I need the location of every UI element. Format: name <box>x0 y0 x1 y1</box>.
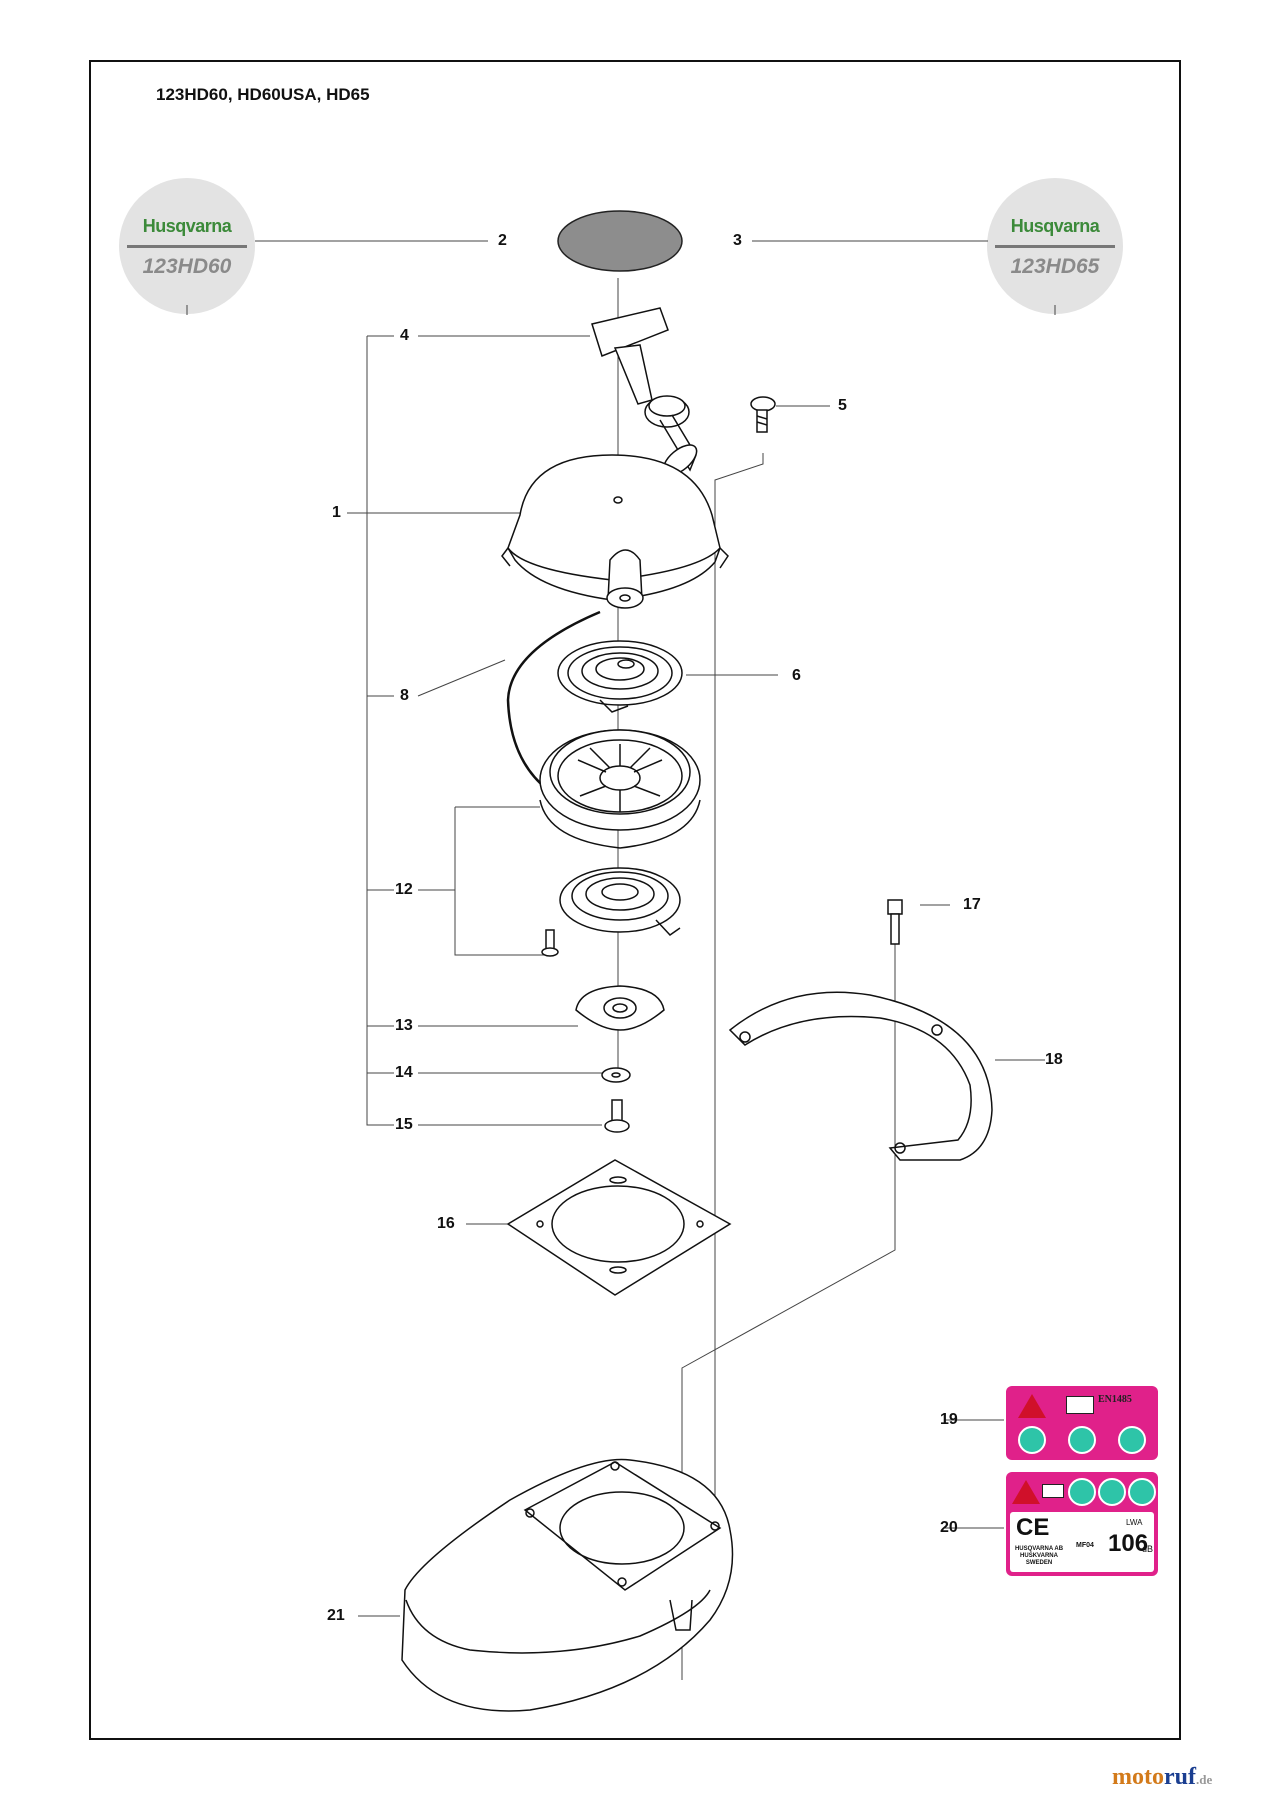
callout-17: 17 <box>963 896 981 913</box>
watermark-accent: ruf <box>1163 1764 1196 1790</box>
boots-icon <box>1128 1478 1156 1506</box>
callout-12: 12 <box>395 881 413 898</box>
model-badge-left: Husqvarna 123HD60 <box>119 178 255 314</box>
manual-book-icon <box>1042 1484 1064 1498</box>
callout-15: 15 <box>395 1116 413 1133</box>
guide-bracket-18 <box>728 991 993 1161</box>
callout-21: 21 <box>327 1607 345 1624</box>
callout-4: 4 <box>400 327 409 344</box>
logo-underline <box>995 245 1115 248</box>
starter-cover-21 <box>401 1458 734 1712</box>
watermark-main: moto <box>1112 1764 1164 1790</box>
ce-mark: CE <box>1016 1514 1050 1541</box>
cap-disc <box>557 210 683 272</box>
callout-8: 8 <box>400 687 409 704</box>
face-protection-icon <box>1068 1478 1096 1506</box>
callout-1: 1 <box>332 504 341 521</box>
sound-power-label: LWA <box>1126 1518 1143 1527</box>
callout-20: 20 <box>940 1519 958 1536</box>
logo-underline <box>127 245 247 248</box>
callout-3: 3 <box>733 232 742 249</box>
callout-2: 2 <box>498 232 507 249</box>
brand-logo: Husqvarna <box>1010 216 1100 236</box>
watermark-tld: .de <box>1195 1772 1213 1787</box>
screw-12 <box>541 929 559 957</box>
bolt-17 <box>887 899 903 945</box>
starter-housing <box>501 454 729 609</box>
standard-code: EN1485 <box>1098 1394 1132 1405</box>
manufacturer-text: HUSQVARNA AB HUSKVARNA SWEDEN <box>1014 1546 1064 1566</box>
brand-logo: Husqvarna <box>142 216 232 236</box>
badge-model-name: 123HD60 <box>142 255 232 278</box>
warning-icon <box>1018 1394 1046 1418</box>
callout-18: 18 <box>1045 1051 1063 1068</box>
recoil-spring-6 <box>557 640 683 713</box>
callout-6: 6 <box>792 667 801 684</box>
certification-decal-20: CE HUSQVARNA AB HUSKVARNA SWEDEN MF04 LW… <box>1006 1472 1158 1576</box>
model-title: 123HD60, HD60USA, HD65 <box>156 85 370 104</box>
rope-pulley <box>539 729 701 849</box>
model-badge-right: Husqvarna 123HD65 <box>987 178 1123 314</box>
starter-handle <box>591 307 698 476</box>
callout-13: 13 <box>395 1017 413 1034</box>
drawing-frame <box>89 60 1181 1740</box>
manual-book-icon <box>1066 1396 1094 1414</box>
certification-panel: CE HUSQVARNA AB HUSKVARNA SWEDEN MF04 LW… <box>1010 1512 1154 1572</box>
gasket-16 <box>506 1159 732 1296</box>
leader-lines <box>186 240 1056 1680</box>
cert-mark-code: MF04 <box>1076 1542 1094 1549</box>
screw-5 <box>750 396 776 433</box>
starter-rope <box>506 610 601 791</box>
screw-15 <box>604 1099 630 1133</box>
face-protection-icon <box>1018 1426 1046 1454</box>
site-watermark: motoruf.de <box>1112 1764 1212 1791</box>
gloves-icon <box>1068 1426 1096 1454</box>
callout-19: 19 <box>940 1411 958 1428</box>
noise-unit: dB <box>1142 1544 1154 1554</box>
boots-icon <box>1118 1426 1146 1454</box>
callout-5: 5 <box>838 397 847 414</box>
gloves-icon <box>1098 1478 1126 1506</box>
callout-16: 16 <box>437 1215 455 1232</box>
badge-model-name: 123HD65 <box>1010 255 1100 278</box>
recoil-spring-12 <box>559 867 681 936</box>
washer-14 <box>601 1067 631 1083</box>
warning-decal-19: EN1485 <box>1006 1386 1158 1460</box>
warning-icon <box>1012 1480 1040 1504</box>
callout-14: 14 <box>395 1064 413 1081</box>
noise-level-value: 106 <box>1108 1530 1149 1557</box>
center-hub-13 <box>575 985 665 1031</box>
